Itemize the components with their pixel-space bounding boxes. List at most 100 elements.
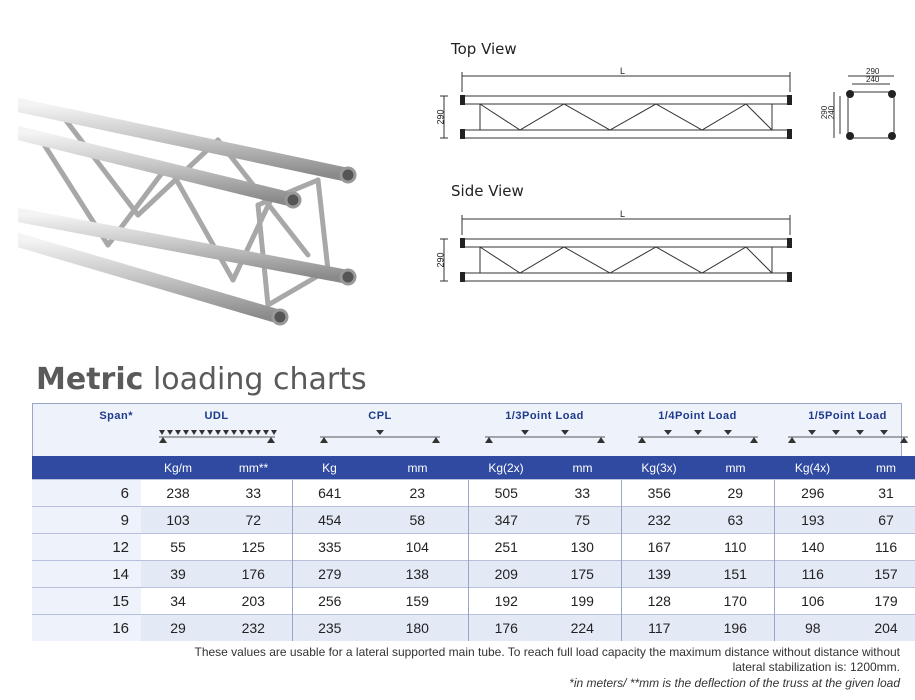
unit-header: Kg(2x) [468,456,544,480]
note-line-1: These values are usable for a lateral su… [194,645,901,659]
table-cell: 33 [544,479,621,507]
table-row: 12 55 125 335 104 251 130 167 110 140 11… [32,533,915,561]
table-cell: 199 [544,587,621,615]
table-cell: 209 [467,560,544,588]
side-view-height-label: 290 [435,252,446,268]
section-outer-top-label: 290 [866,67,880,76]
table-cell: 196 [697,614,774,641]
table-cell: 138 [367,560,468,588]
table-cell: 238 [141,479,215,507]
group-cpl: CPL [368,410,392,422]
quarter-point-load-icon [637,430,758,443]
table-cell: 180 [367,614,468,641]
loading-chart-table: Span* UDL CPL 1/3Point Load [32,404,915,641]
cpl-load-icon [320,430,440,443]
table-cell: 505 [467,479,544,507]
table-cell: 192 [467,587,544,615]
table-cell: 116 [773,560,851,588]
table-cell: 29 [697,479,774,507]
table-cell: 170 [697,587,774,615]
side-view-title: Side View [451,182,524,200]
table-row: 6 238 33 641 23 505 33 356 29 296 31 [32,479,915,507]
top-view-title: Top View [451,40,517,58]
table-cell: 176 [467,614,544,641]
side-view-drawing [440,215,792,282]
note-line-2: lateral stabilization is: 1200mm. [732,660,900,674]
table-cell: 140 [773,533,851,561]
group-fifth-point: 1/5Point Load [808,410,887,422]
table-cell: 256 [291,587,367,615]
table-cell: 232 [620,506,697,534]
heading-rest: loading charts [143,362,367,397]
table-cell: 117 [620,614,697,641]
section-inner-side-label: 240 [827,105,837,120]
group-header-row: Span* UDL CPL 1/3Point Load [32,404,915,456]
table-cell: 125 [215,533,292,561]
udl-load-icon [158,430,277,443]
table-cell: 98 [773,614,851,641]
top-view-height-label: 290 [435,109,446,125]
unit-header: Kg(3x) [621,456,697,480]
table-cell: 193 [773,506,851,534]
unit-header-row: Kg/m mm** Kg mm Kg(2x) mm Kg(3x) mm Kg(4… [32,456,915,480]
table-cell: 335 [291,533,367,561]
table-cell: 157 [851,560,915,588]
unit-header: mm [851,456,915,480]
table-cell: 39 [141,560,215,588]
metric-heading: Metric loading charts [36,362,367,397]
unit-header: mm [697,456,774,480]
side-view-length-label: L [620,209,626,219]
span-cell: 6 [32,479,141,507]
table-row: 15 34 203 256 159 192 199 128 170 106 17… [32,587,915,615]
table-cell: 72 [215,506,292,534]
table-cell: 130 [544,533,621,561]
table-cell: 232 [215,614,292,641]
table-cell: 159 [367,587,468,615]
table-cell: 167 [620,533,697,561]
table-cell: 279 [291,560,367,588]
group-quarter-point: 1/4Point Load [658,410,737,422]
group-udl: UDL [204,410,229,422]
table-cell: 203 [215,587,292,615]
heading-bold: Metric [36,362,144,397]
unit-header: Kg [292,456,367,480]
span-cell: 14 [32,560,141,588]
table-cell: 224 [544,614,621,641]
table-cell: 176 [215,560,292,588]
table-cell: 179 [851,587,915,615]
table-cell: 106 [773,587,851,615]
table-cell: 641 [291,479,367,507]
span-header: Span* [99,410,133,422]
top-view-length-label: L [620,66,626,76]
unit-span-cell [32,456,141,480]
table-cell: 151 [697,560,774,588]
table-cell: 29 [141,614,215,641]
table-row: 16 29 232 235 180 176 224 117 196 98 204 [32,614,915,641]
table-cell: 23 [367,479,468,507]
table-cell: 31 [851,479,915,507]
span-cell: 12 [32,533,141,561]
table-cell: 175 [544,560,621,588]
table-cell: 34 [141,587,215,615]
group-third-point: 1/3Point Load [505,410,584,422]
table-cell: 356 [620,479,697,507]
unit-header: Kg/m [141,456,215,480]
table-cell: 33 [215,479,292,507]
table-row: 14 39 176 279 138 209 175 139 151 116 15… [32,560,915,588]
table-cell: 204 [851,614,915,641]
table-cell: 67 [851,506,915,534]
table-cell: 104 [367,533,468,561]
third-point-load-icon [484,430,605,443]
unit-header: mm [544,456,621,480]
table-cell: 63 [697,506,774,534]
span-cell: 16 [32,614,141,641]
table-cell: 235 [291,614,367,641]
top-view-drawing [440,72,792,139]
table-cell: 454 [291,506,367,534]
table-cell: 116 [851,533,915,561]
table-cell: 55 [141,533,215,561]
table-row: 9 103 72 454 58 347 75 232 63 193 67 [32,506,915,534]
table-cell: 75 [544,506,621,534]
unit-header: Kg(4x) [774,456,851,480]
unit-header: mm [367,456,468,480]
